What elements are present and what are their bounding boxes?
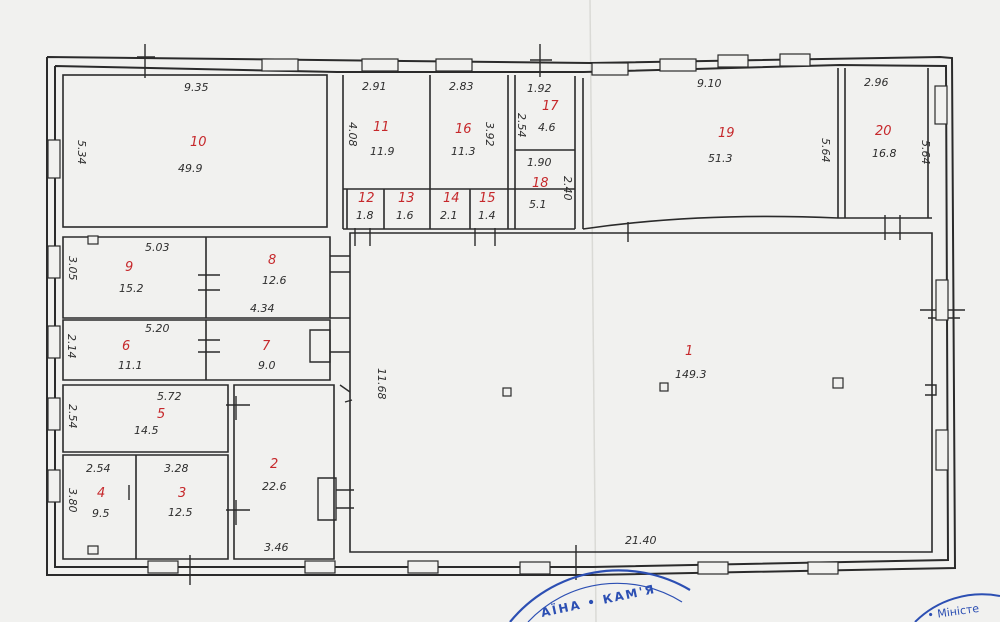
r4-number: 4 [97, 486, 105, 501]
r4-dim-width: 2.54 [86, 462, 111, 475]
r14-area: 2.1 [440, 209, 458, 222]
r20-number: 20 [875, 124, 892, 139]
r16-number: 16 [455, 122, 472, 137]
r11-area: 11.9 [370, 145, 395, 158]
r10-dim-height: 5.34 [75, 140, 88, 165]
r18-area: 5.1 [529, 198, 547, 211]
r20-area: 16.8 [872, 147, 897, 160]
r5-area: 14.5 [134, 424, 159, 437]
r1-number: 1 [685, 344, 693, 359]
r12-area: 1.8 [356, 209, 374, 222]
r8-number: 8 [268, 253, 276, 268]
r6-area: 11.1 [118, 359, 143, 372]
stamp2-text: • Міністе [927, 602, 981, 622]
r10-number: 10 [190, 135, 207, 150]
r14-number: 14 [443, 191, 460, 206]
r9-dim-width: 5.03 [145, 241, 170, 254]
r3-area: 12.5 [168, 506, 193, 519]
stamp2-ring [914, 593, 1000, 622]
r7-number: 7 [262, 339, 271, 354]
r1-dim-height: 11.68 [375, 368, 388, 400]
r3-dim-width: 3.28 [164, 462, 189, 475]
r19-dim-width: 9.10 [697, 77, 722, 90]
outer-walls [46, 55, 957, 576]
r2-dim-width: 3.46 [264, 541, 289, 554]
r10-dim-width: 9.35 [184, 81, 209, 94]
r5-dim-width: 5.72 [157, 390, 182, 403]
r1-area: 149.3 [675, 368, 707, 381]
r5-dim-height: 2.54 [66, 404, 79, 429]
r17-dim-width: 1.92 [527, 82, 552, 95]
r19-area: 51.3 [708, 152, 733, 165]
r18-dim-height: 2.40 [561, 176, 574, 201]
r1-dim-width: 21.40 [625, 534, 657, 547]
r4-dim-height: 3.80 [66, 488, 79, 513]
paper-fold [589, 0, 597, 622]
r8-dim-width: 4.34 [250, 302, 275, 315]
r11-dim-width: 2.91 [362, 80, 387, 93]
r16-dim-height: 3.92 [483, 122, 496, 147]
r2-area: 22.6 [262, 480, 287, 493]
r11-dim-height: 4.08 [346, 122, 359, 147]
door-marks [128, 44, 965, 585]
stamp-text: АЇНА • КАМ'Я [540, 581, 658, 620]
r10-area: 49.9 [178, 162, 203, 175]
r6-dim-height: 2.14 [65, 334, 78, 359]
r19-number: 19 [718, 126, 735, 141]
r15-number: 15 [479, 191, 496, 206]
r17-dim-height: 2.54 [515, 113, 528, 138]
stamp: АЇНА • КАМ'Я • Міністе [509, 569, 1000, 622]
r11-number: 11 [373, 120, 390, 135]
r18-dim-width: 1.90 [527, 156, 552, 169]
r8-area: 12.6 [262, 274, 287, 287]
r9-number: 9 [125, 260, 133, 275]
r20-dim-height: 5.64 [919, 140, 932, 165]
stamp-inner-ring [527, 582, 683, 622]
r2-number: 2 [270, 457, 278, 472]
r20-dim-width: 2.96 [864, 76, 889, 89]
r3-number: 3 [178, 486, 186, 501]
r16-dim-width: 2.83 [449, 80, 474, 93]
r9-dim-height: 3.05 [66, 256, 79, 281]
windows [47, 53, 949, 575]
r4-area: 9.5 [92, 507, 110, 520]
r13-area: 1.6 [396, 209, 414, 222]
r19-dim-height: 5.64 [819, 138, 832, 163]
stamp-outer-ring [509, 569, 691, 622]
r17-number: 17 [542, 99, 559, 114]
r7-area: 9.0 [258, 359, 276, 372]
r17-area: 4.6 [538, 121, 556, 134]
r9-area: 15.2 [119, 282, 144, 295]
r18-number: 18 [532, 176, 549, 191]
r15-area: 1.4 [478, 209, 496, 222]
r13-number: 13 [398, 191, 415, 206]
r16-area: 11.3 [451, 145, 476, 158]
r5-number: 5 [157, 407, 165, 422]
r6-number: 6 [122, 339, 130, 354]
room-labels: 9.35 5.34 10 49.9 2.91 4.08 11 11.9 2.83… [65, 76, 932, 554]
r12-number: 12 [358, 191, 375, 206]
r6-dim-width: 5.20 [145, 322, 170, 335]
